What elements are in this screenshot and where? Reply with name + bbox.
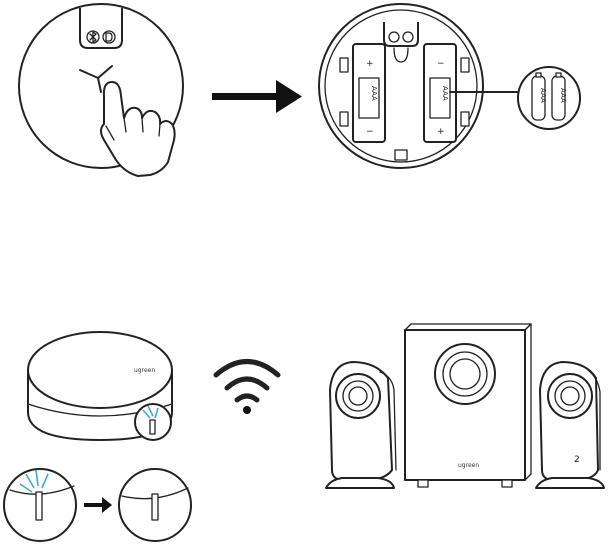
speaker-right: 2 [535,361,605,489]
battery-label-box-left [358,77,380,119]
speaker-left-stand [325,477,395,489]
speaker-left-side [379,371,397,471]
svg-text:AAA: AAA [559,88,567,103]
subwoofer-foot-right [501,479,513,488]
battery-label-right: AAA [441,86,449,101]
d-button-icon [102,30,116,44]
subwoofer-side [524,323,532,481]
led-on-rays [19,469,49,493]
speaker-right-driver-inner [554,380,586,412]
clip-right-bottom [460,111,470,127]
battery-label-left: AAA [370,86,378,101]
battery-label-box-right [429,77,451,119]
hub-panel: ugreen [27,331,173,441]
svg-text:AAA: AAA [539,88,547,103]
hand-press-icon [100,81,176,177]
hub-logo: ugreen [134,367,155,374]
arrow-right-icon-small [84,497,112,513]
subwoofer-cone-outer [434,343,496,405]
inner-rim [324,9,478,163]
speaker-right-mark: 2 [574,455,580,465]
led-state-sequence [3,468,192,542]
subwoofer-cone-inner [442,351,488,397]
speaker-system: ugreen 2 [325,323,605,489]
speaker-right-side [587,369,601,471]
wifi-icon [213,359,281,414]
speaker-right-driver-core [560,386,580,406]
hub-top [27,331,173,409]
speaker-left [325,361,397,489]
arrow-right-icon [212,80,302,113]
subwoofer-foot-left [417,479,429,488]
center-latch [393,47,409,63]
speaker-left-driver-core [348,386,368,406]
clip-left-bottom [339,111,349,127]
led-off-indicator [151,493,159,521]
compartment-tab [383,22,419,47]
cover-tab [79,8,123,49]
led-on-indicator [35,491,43,521]
bottom-notch [394,149,408,161]
subwoofer: ugreen [404,323,532,488]
battery-icon: AAA [531,72,547,121]
battery-plus-left: + [366,59,374,69]
battery-zoom-callout: AAA AAA [517,66,581,130]
battery-minus-right: − [437,59,445,69]
clip-right-top [460,57,470,73]
battery-minus-left: − [366,127,374,137]
speaker-right-stand [535,477,605,489]
led-indicator [149,419,156,435]
clip-left-top [339,57,349,73]
battery-plus-right: + [437,127,445,137]
speaker-left-driver-inner [342,380,374,412]
subwoofer-cone-core [449,358,481,390]
battery-compartment-panel: AAA + − AAA − + [318,3,484,169]
press-mark-stem [97,77,102,93]
d-button-icon-small [402,31,414,43]
bluetooth-icon [86,30,100,44]
back-cover-panel [18,3,184,177]
bluetooth-icon-small [388,31,400,43]
subwoofer-logo: ugreen [458,462,479,469]
led-blink-rays [142,405,159,419]
battery-icon-2: AAA [551,72,567,121]
